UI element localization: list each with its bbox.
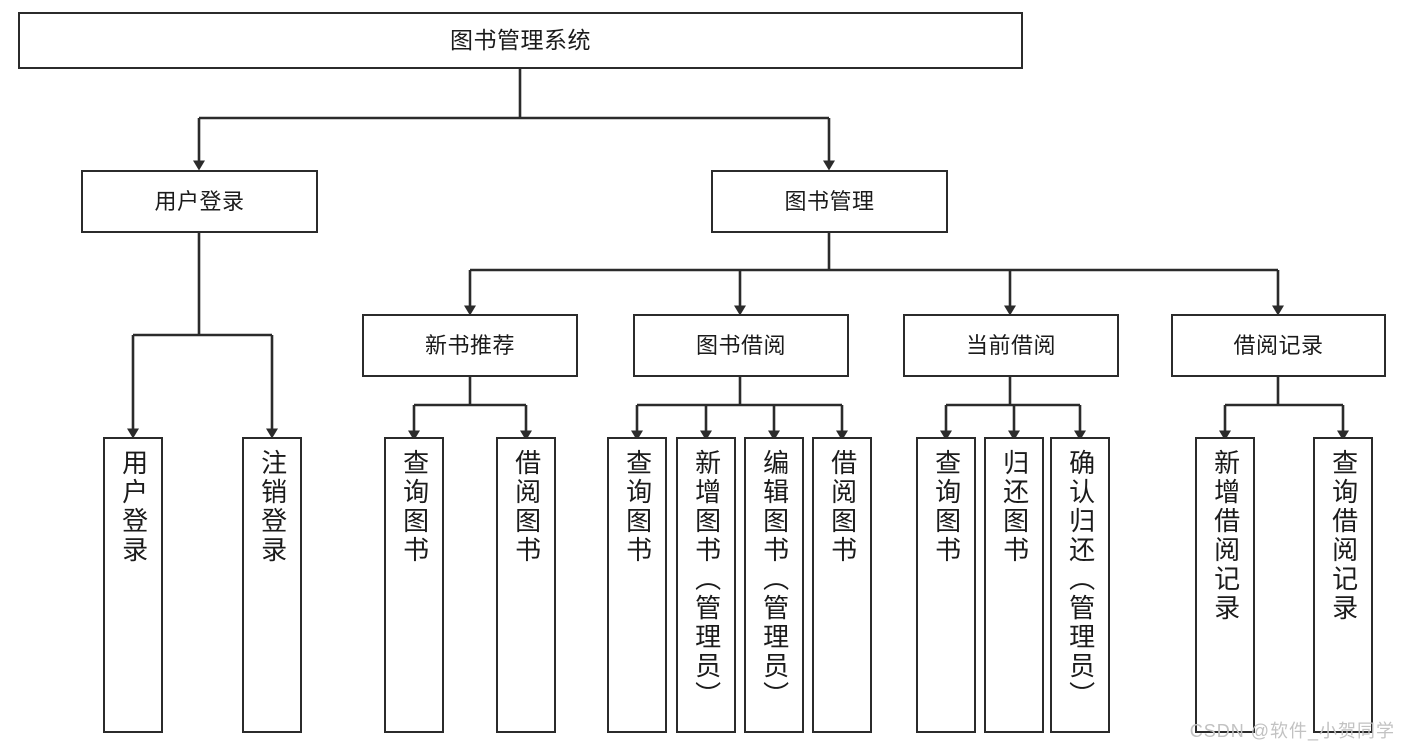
node-leaf-edit-book[interactable]: 编辑图书（管理员） <box>744 437 804 733</box>
node-leaf-query-book-2-label: 查询图书 <box>622 449 653 565</box>
node-leaf-add-book[interactable]: 新增图书（管理员） <box>676 437 736 733</box>
watermark: CSDN @软件_小贺同学 <box>1189 721 1395 741</box>
node-leaf-query-book-3[interactable]: 查询图书 <box>916 437 976 733</box>
node-leaf-logout-login[interactable]: 注销登录 <box>242 437 302 733</box>
node-root[interactable]: 图书管理系统 <box>18 12 1023 69</box>
node-current-borrow-label: 当前借阅 <box>965 332 1056 358</box>
node-leaf-borrow-book-2[interactable]: 借阅图书 <box>812 437 872 733</box>
node-leaf-query-record[interactable]: 查询借阅记录 <box>1313 437 1373 733</box>
node-leaf-query-book-1[interactable]: 查询图书 <box>384 437 444 733</box>
node-leaf-query-book-1-label: 查询图书 <box>399 449 430 565</box>
node-book-manage-label: 图书管理 <box>784 188 875 214</box>
node-leaf-confirm-return[interactable]: 确认归还（管理员） <box>1050 437 1110 733</box>
node-leaf-confirm-return-label: 确认归还（管理员） <box>1065 449 1096 710</box>
node-book-borrow[interactable]: 图书借阅 <box>633 314 849 377</box>
node-leaf-query-book-3-label: 查询图书 <box>931 449 962 565</box>
node-user-login-label: 用户登录 <box>154 188 245 214</box>
node-leaf-borrow-book-1[interactable]: 借阅图书 <box>496 437 556 733</box>
node-leaf-borrow-book-1-label: 借阅图书 <box>511 449 542 565</box>
node-new-book-recommend[interactable]: 新书推荐 <box>362 314 578 377</box>
node-book-borrow-label: 图书借阅 <box>695 332 786 358</box>
node-leaf-edit-book-label: 编辑图书（管理员） <box>759 449 790 710</box>
node-leaf-query-record-label: 查询借阅记录 <box>1328 449 1359 623</box>
node-user-login[interactable]: 用户登录 <box>81 170 318 233</box>
node-leaf-add-book-label: 新增图书（管理员） <box>691 449 722 710</box>
node-leaf-user-login[interactable]: 用户登录 <box>103 437 163 733</box>
node-leaf-borrow-book-2-label: 借阅图书 <box>827 449 858 565</box>
node-root-label: 图书管理系统 <box>450 26 591 53</box>
node-borrow-record-label: 借阅记录 <box>1233 332 1324 358</box>
node-leaf-query-book-2[interactable]: 查询图书 <box>607 437 667 733</box>
node-leaf-add-record[interactable]: 新增借阅记录 <box>1195 437 1255 733</box>
node-new-book-recommend-label: 新书推荐 <box>424 332 515 358</box>
node-leaf-return-book-label: 归还图书 <box>999 449 1030 565</box>
node-current-borrow[interactable]: 当前借阅 <box>903 314 1119 377</box>
node-book-manage[interactable]: 图书管理 <box>711 170 948 233</box>
node-leaf-return-book[interactable]: 归还图书 <box>984 437 1044 733</box>
node-leaf-logout-login-label: 注销登录 <box>257 449 288 565</box>
node-borrow-record[interactable]: 借阅记录 <box>1171 314 1386 377</box>
node-leaf-user-login-label: 用户登录 <box>118 449 149 565</box>
node-leaf-add-record-label: 新增借阅记录 <box>1210 449 1241 623</box>
